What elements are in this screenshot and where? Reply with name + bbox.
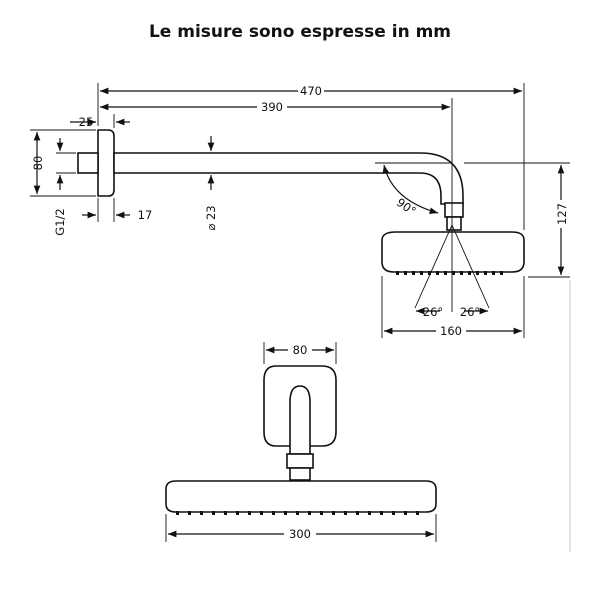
side-view bbox=[77, 129, 525, 312]
dim-390: 390 bbox=[261, 100, 283, 114]
dim-spray-right: 26° bbox=[460, 305, 480, 319]
front-shower-head bbox=[165, 480, 437, 513]
dim-diameter: ⌀ 23 bbox=[204, 205, 218, 230]
thread-stub bbox=[77, 152, 99, 174]
spray-nozzles bbox=[396, 271, 503, 275]
shower-arm bbox=[113, 152, 464, 205]
dim-300: 300 bbox=[289, 527, 311, 541]
front-arm bbox=[289, 385, 311, 455]
connector-nut bbox=[444, 202, 464, 218]
dim-thread: G1/2 bbox=[53, 208, 67, 235]
front-view bbox=[165, 365, 437, 515]
dim-80-front: 80 bbox=[293, 343, 308, 357]
shower-head-side bbox=[381, 231, 525, 273]
dim-17: 17 bbox=[138, 208, 153, 222]
dim-25: 25 bbox=[79, 115, 94, 129]
page-title: Le misure sono espresse in mm bbox=[148, 22, 452, 42]
dim-angle-90: 90° bbox=[394, 195, 419, 218]
dim-160: 160 bbox=[440, 324, 462, 338]
wall-flange bbox=[97, 129, 115, 197]
front-spray-nozzles bbox=[176, 511, 419, 515]
dim-470: 470 bbox=[300, 84, 322, 98]
dim-80-flange: 80 bbox=[31, 156, 45, 171]
dim-127: 127 bbox=[555, 203, 569, 225]
front-joint bbox=[289, 467, 311, 481]
dim-spray-left: 26° bbox=[423, 305, 443, 319]
front-nut bbox=[286, 453, 314, 469]
connector-joint bbox=[446, 216, 462, 231]
